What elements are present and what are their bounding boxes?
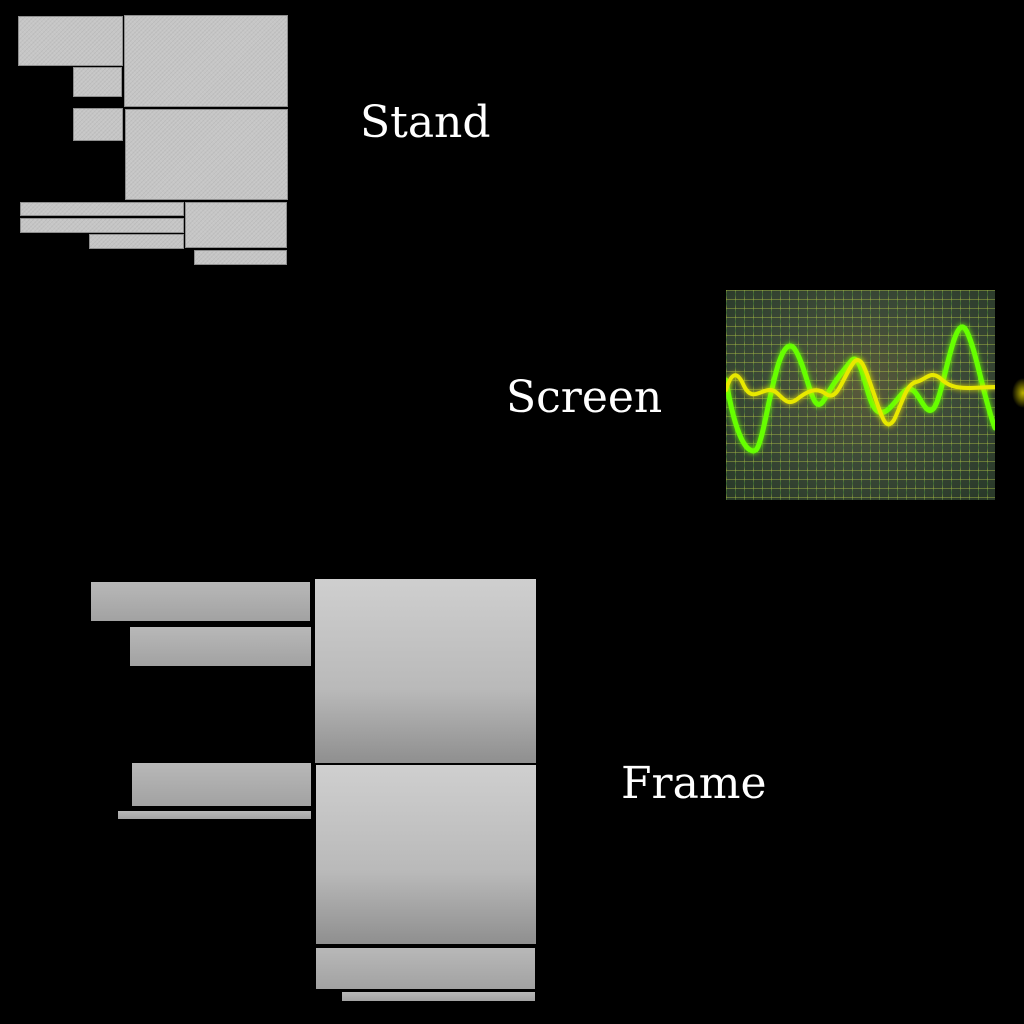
stand-texture-tile (185, 202, 287, 248)
stand-texture-tile (194, 250, 287, 265)
frame-texture-tile (342, 992, 535, 1001)
frame-texture-tile (315, 579, 536, 763)
frame-texture-tile (316, 765, 536, 944)
green-waveform (726, 324, 995, 454)
frame-texture-tile (130, 627, 311, 666)
frame-label: Frame (621, 758, 767, 809)
stand-texture-tile (20, 202, 184, 216)
stand-texture-tile (73, 67, 122, 97)
stand-texture-tile (124, 15, 288, 107)
stand-label: Stand (360, 97, 491, 148)
yellow-waveform (726, 358, 995, 427)
frame-texture-tile (118, 811, 311, 819)
frame-texture-tile (316, 948, 535, 989)
stand-texture-tile (20, 218, 184, 233)
stand-texture-tile (89, 234, 184, 249)
stand-texture-tile (18, 16, 123, 66)
screen-grid (726, 290, 995, 500)
screen-label: Screen (506, 372, 663, 423)
frame-texture-tile (91, 582, 310, 621)
stand-texture-tile (73, 108, 123, 141)
screen-glow-tail (1012, 378, 1024, 408)
frame-texture-tile (132, 763, 311, 806)
stand-texture-tile (125, 109, 288, 200)
screen-texture (726, 290, 995, 500)
